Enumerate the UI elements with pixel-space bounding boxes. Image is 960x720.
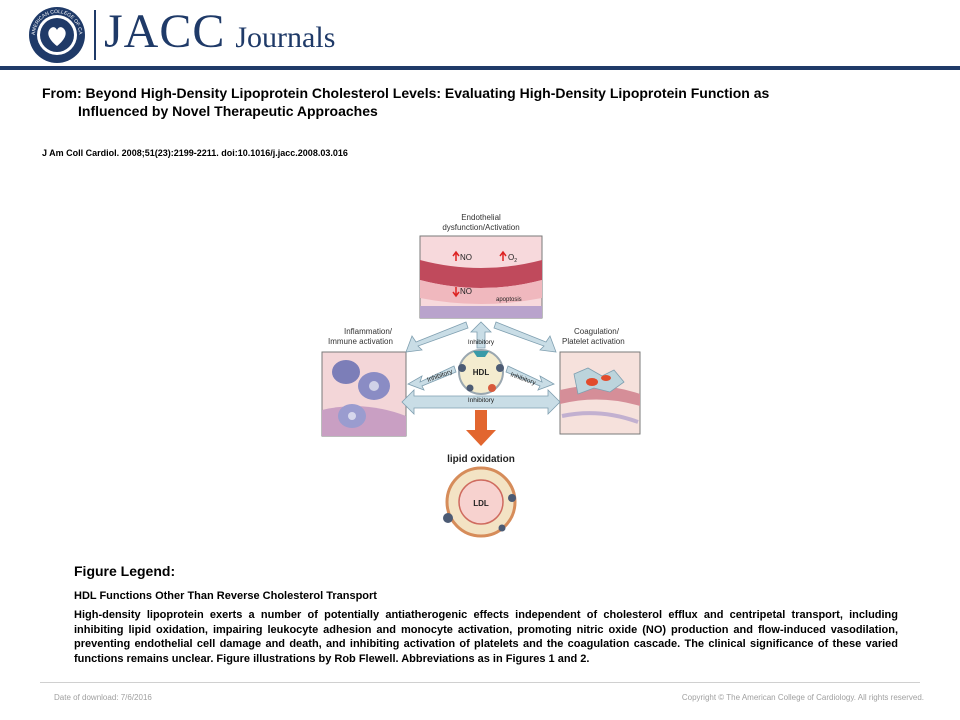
article-citation: J Am Coll Cardiol. 2008;51(23):2199-2211…: [42, 148, 348, 158]
down-arrow-icon: [452, 287, 460, 298]
up-arrow-icon: [452, 250, 460, 261]
inflammation-panel: [321, 351, 407, 437]
o2-text: O2: [508, 253, 517, 264]
jacc-journals-logo[interactable]: JACC Journals: [104, 4, 335, 59]
header-rule: [0, 66, 960, 70]
no-up-text: NO: [460, 253, 472, 262]
article-title: From: Beyond High-Density Lipoprotein Ch…: [42, 84, 902, 120]
ldl-label: LDL: [473, 499, 489, 508]
article-title-line-1: From: Beyond High-Density Lipoprotein Ch…: [42, 85, 770, 101]
figure-legend-title: Figure Legend:: [74, 563, 176, 579]
hdl-label: HDL: [473, 368, 490, 377]
acc-seal-logo: AMERICAN COLLEGE OF CARDIOLOGY: [28, 6, 85, 63]
journal-header: AMERICAN COLLEGE OF CARDIOLOGY JACC Journ…: [0, 0, 960, 66]
inhibitory-bottom-text: Inhibitory: [468, 397, 495, 404]
article-title-line-2: Influenced by Novel Therapeutic Approach…: [78, 103, 378, 119]
footer-rule: [40, 682, 920, 683]
inflammation-label-2: Immune activation: [328, 337, 393, 346]
inhibitory-top-text: Inhibitory: [468, 339, 495, 346]
logo-main-text: JACC: [104, 5, 226, 58]
endothelial-label-2: dysfunction/Activation: [442, 223, 519, 232]
no-down-text: NO: [460, 287, 472, 296]
logo-sub-text: Journals: [235, 21, 336, 54]
figure-legend-subtitle: HDL Functions Other Than Reverse Cholest…: [74, 590, 377, 602]
copyright-notice: Copyright © The American College of Card…: [681, 693, 924, 702]
coagulation-label-1: Coagulation/: [574, 327, 620, 336]
lipid-oxidation-arrow: [466, 410, 496, 446]
apoptosis-text: apoptosis: [496, 297, 522, 303]
download-date: Date of download: 7/6/2016: [54, 693, 152, 702]
coagulation-label-2: Platelet activation: [562, 337, 625, 346]
hdl-functions-figure: Endothelial dysfunction/Activation NO O2…: [316, 210, 646, 544]
hdl-particle: [458, 349, 504, 395]
logo-divider: [94, 10, 96, 60]
endothelial-label-1: Endothelial: [461, 213, 501, 222]
coagulation-panel: [559, 351, 641, 435]
endothelial-panel: [419, 235, 543, 319]
figure-legend-body: High-density lipoprotein exerts a number…: [74, 609, 898, 665]
inhibitory-arrows: [401, 321, 561, 415]
up-arrow-icon: [499, 250, 507, 261]
lipid-oxidation-label: lipid oxidation: [447, 454, 515, 465]
inflammation-label-1: Inflammation/: [344, 327, 393, 336]
